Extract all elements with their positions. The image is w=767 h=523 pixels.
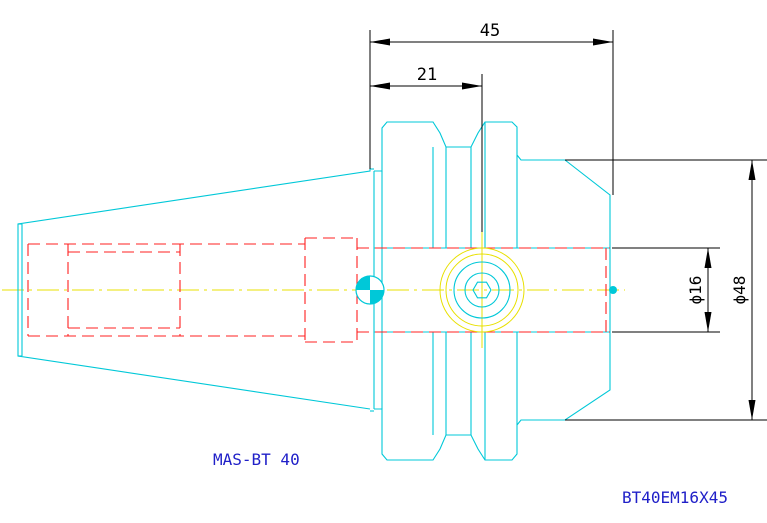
clamp-screw: [439, 247, 525, 333]
taper-shank: [17, 169, 371, 410]
gauge-symbol: [355, 275, 385, 305]
end-point-marker: [609, 286, 617, 294]
dimension-overall-length: 45: [369, 21, 614, 195]
dim-21-text: 21: [417, 65, 437, 85]
dimension-flange-diameter: ϕ48: [565, 159, 767, 421]
dimension-bore-diameter: ϕ16: [612, 247, 720, 333]
taper-spec-label: MAS-BT 40: [213, 450, 300, 469]
dim-phi16-text: ϕ16: [686, 276, 705, 305]
dimension-gauge-length: 21: [370, 65, 483, 232]
dim-45-text: 45: [480, 21, 500, 41]
dim-phi48-text: ϕ48: [730, 276, 749, 305]
model-label: BT40EM16X45: [622, 488, 728, 507]
